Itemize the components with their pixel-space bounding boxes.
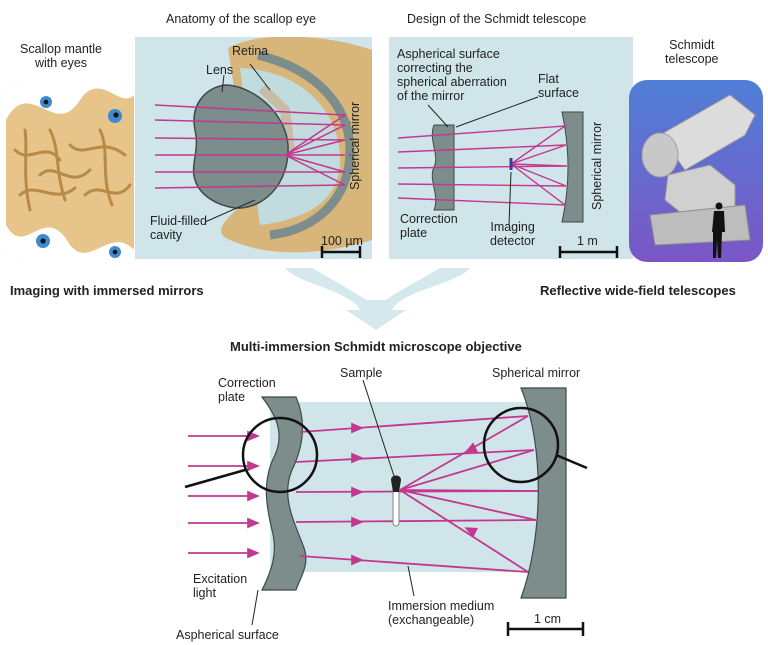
aspherical-label: Aspherical surface correcting the spheri… xyxy=(397,47,507,103)
eye-scale-label: 100 µm xyxy=(321,234,363,248)
left-caption: Imaging with immersed mirrors xyxy=(10,283,204,298)
bottom-spherical-mirror-label: Spherical mirror xyxy=(492,366,581,380)
sample-leader xyxy=(362,379,395,477)
retina-label: Retina xyxy=(232,44,269,58)
sample-holder xyxy=(391,475,401,527)
correction-plate xyxy=(260,396,307,591)
schmidt-rays xyxy=(397,125,568,206)
reflected-rays xyxy=(399,415,539,573)
correction-plate-label: Correction plate xyxy=(400,212,458,240)
schmidt-scale-bar xyxy=(558,246,619,258)
telescope-image xyxy=(629,80,763,262)
bottom-correction-plate-label: Correction plate xyxy=(218,376,276,404)
fluid-cavity-label: Fluid-filled cavity xyxy=(150,214,207,242)
bottom-title: Multi-immersion Schmidt microscope objec… xyxy=(230,339,522,354)
right-caption: Reflective wide-field telescopes xyxy=(540,283,736,298)
imaging-detector-label: Imaging detector xyxy=(490,220,536,248)
aspherical-surface-label: Aspherical surface xyxy=(176,628,279,642)
schmidt-panel-title: Design of the Schmidt telescope xyxy=(407,12,587,26)
schmidt-design-panel xyxy=(389,37,633,259)
excitation-light-label: Excitation light xyxy=(193,572,248,600)
cavity-leader xyxy=(204,199,256,223)
immersion-medium-label: Immersion medium (exchangeable) xyxy=(388,599,495,627)
aspheric-leader xyxy=(251,589,259,626)
schmidt-mirror-label: Spherical mirror xyxy=(590,121,604,210)
schmidt-mirror xyxy=(561,111,584,223)
medium-leader xyxy=(407,565,415,597)
eye-mirror-label: Spherical mirror xyxy=(348,101,362,190)
merge-arrow xyxy=(285,268,470,330)
sample-label: Sample xyxy=(340,366,383,380)
zoom-circle-right xyxy=(482,406,560,484)
incoming-rays xyxy=(188,430,260,559)
schmidt-scale-label: 1 m xyxy=(577,234,598,248)
scallop-eye-icon xyxy=(36,96,122,258)
bottom-scale-label: 1 cm xyxy=(534,612,562,626)
eye-anatomy-panel xyxy=(135,37,372,259)
eye-panel-title: Anatomy of the scallop eye xyxy=(166,12,317,26)
retina-leader xyxy=(249,63,271,91)
aspherical-leader xyxy=(427,104,449,128)
telescope-label: Schmidt telescope xyxy=(665,38,719,66)
spherical-mirror xyxy=(520,387,567,599)
microscope-diagram xyxy=(184,379,588,636)
eye-rays xyxy=(154,104,348,189)
detector-leader xyxy=(508,171,512,226)
scallop-mantle-image xyxy=(6,80,134,260)
bottom-scale-bar xyxy=(506,622,585,636)
lens-label: Lens xyxy=(206,63,234,77)
zoom-circle-left xyxy=(241,416,319,494)
lens-leader xyxy=(221,74,225,93)
medium-rays xyxy=(295,415,539,573)
flat-surface-leader xyxy=(455,96,539,128)
person-silhouette-icon xyxy=(712,202,725,258)
scallop-mantle-label: Scallop mantle with eyes xyxy=(20,42,102,70)
eye-scale-bar xyxy=(320,246,362,258)
flat-surface-label: Flat surface xyxy=(538,72,579,100)
